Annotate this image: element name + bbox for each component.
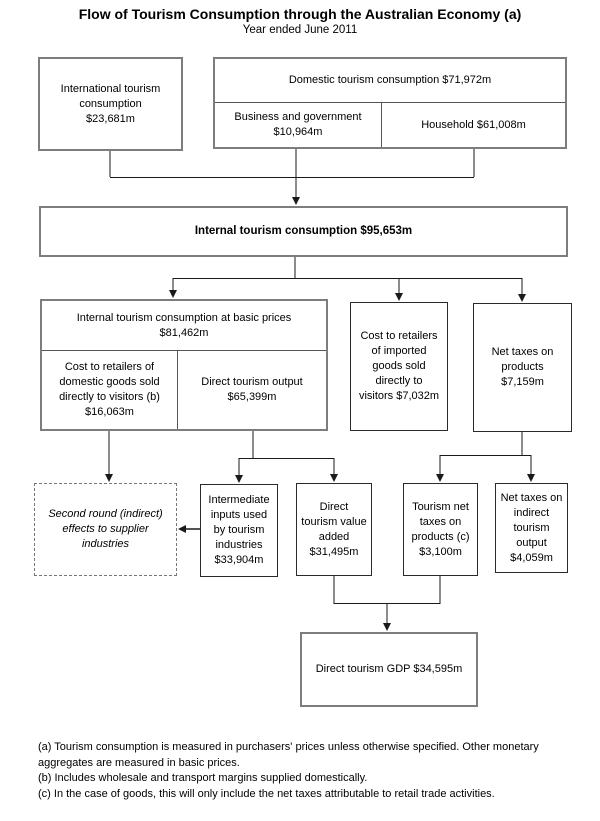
box-tourism-net-taxes-on-products-label: Tourism net taxes on products (c) $3,100… (411, 500, 470, 558)
box-international-tourism-consumption: International tourism consumption $23,68… (38, 57, 183, 151)
arrows-internal-split (169, 257, 526, 302)
footnote-a: (a) Tourism consumption is measured in p… (38, 741, 539, 769)
box-domestic-tourism-consumption: Domestic tourism consumption $71,972m Bu… (213, 57, 567, 149)
box-business-and-government: Business and government $10,964m (215, 103, 382, 147)
domestic-subrow: Business and government $10,964m Househo… (215, 103, 565, 147)
arrows-gdp-merge (333, 576, 441, 631)
box-basic-prices-header: Internal tourism consumption at basic pr… (42, 301, 326, 351)
footnotes: (a) Tourism consumption is measured in p… (38, 740, 568, 802)
arrows-row3-split (105, 431, 535, 483)
box-net-taxes-on-products: Net taxes on products $7,159m (473, 303, 572, 432)
box-cost-retailers-imported-goods-label: Cost to retailers of imported goods sold… (358, 330, 440, 402)
box-cost-retailers-domestic-goods-label: Cost to retailers of domestic goods sold… (59, 361, 160, 418)
basic-prices-subrow: Cost to retailers of domestic goods sold… (42, 351, 326, 429)
footnote-b: (b) Includes wholesale and transport mar… (38, 772, 368, 784)
box-intermediate-inputs-label: Intermediate inputs used by tourism indu… (208, 494, 270, 566)
box-second-round-indirect-effects: Second round (indirect) effects to suppl… (34, 483, 177, 576)
box-basic-prices-header-label: Internal tourism consumption at basic pr… (76, 311, 292, 339)
box-direct-tourism-output: Direct tourism output $65,399m (178, 351, 326, 429)
box-cost-retailers-domestic-goods: Cost to retailers of domestic goods sold… (42, 351, 178, 429)
box-household-label: Household $61,008m (421, 118, 526, 131)
arrows-top-merge (109, 149, 475, 205)
footnote-c: (c) In the case of goods, this will only… (38, 787, 495, 800)
chart-subtitle: Year ended June 2011 (242, 24, 358, 36)
chart-title: Flow of Tourism Consumption through the … (78, 6, 522, 22)
arrow-second-round (178, 525, 200, 533)
box-domestic-header-label: Domestic tourism consumption $71,972m (288, 74, 492, 86)
box-net-taxes-indirect-tourism-output-label: Net taxes on indirect tourism output $4,… (500, 491, 563, 564)
box-direct-tourism-gdp: Direct tourism GDP $34,595m (300, 632, 478, 707)
box-internal-tourism-consumption: Internal tourism consumption $95,653m (39, 206, 568, 257)
box-direct-tourism-gdp-label: Direct tourism GDP $34,595m (315, 663, 463, 675)
box-tourism-net-taxes-on-products: Tourism net taxes on products (c) $3,100… (403, 483, 478, 576)
box-second-round-indirect-effects-label: Second round (indirect) effects to suppl… (48, 508, 163, 550)
box-direct-tourism-value-added: Direct tourism value added $31,495m (296, 483, 372, 576)
box-direct-tourism-output-label: Direct tourism output $65,399m (201, 376, 303, 403)
box-business-and-government-label: Business and government $10,964m (234, 111, 362, 138)
box-cost-retailers-imported-goods: Cost to retailers of imported goods sold… (350, 302, 448, 431)
box-internal-tourism-consumption-label: Internal tourism consumption $95,653m (194, 225, 413, 237)
box-intermediate-inputs: Intermediate inputs used by tourism indu… (200, 484, 278, 577)
box-household: Household $61,008m (382, 103, 565, 147)
box-net-taxes-on-products-label: Net taxes on products $7,159m (491, 346, 554, 388)
box-international-tourism-consumption-label: International tourism consumption $23,68… (60, 82, 161, 125)
box-internal-consumption-basic-prices: Internal tourism consumption at basic pr… (40, 299, 328, 431)
box-net-taxes-indirect-tourism-output: Net taxes on indirect tourism output $4,… (495, 483, 568, 573)
box-direct-tourism-value-added-label: Direct tourism value added $31,495m (301, 500, 367, 558)
box-domestic-header: Domestic tourism consumption $71,972m (215, 59, 565, 103)
